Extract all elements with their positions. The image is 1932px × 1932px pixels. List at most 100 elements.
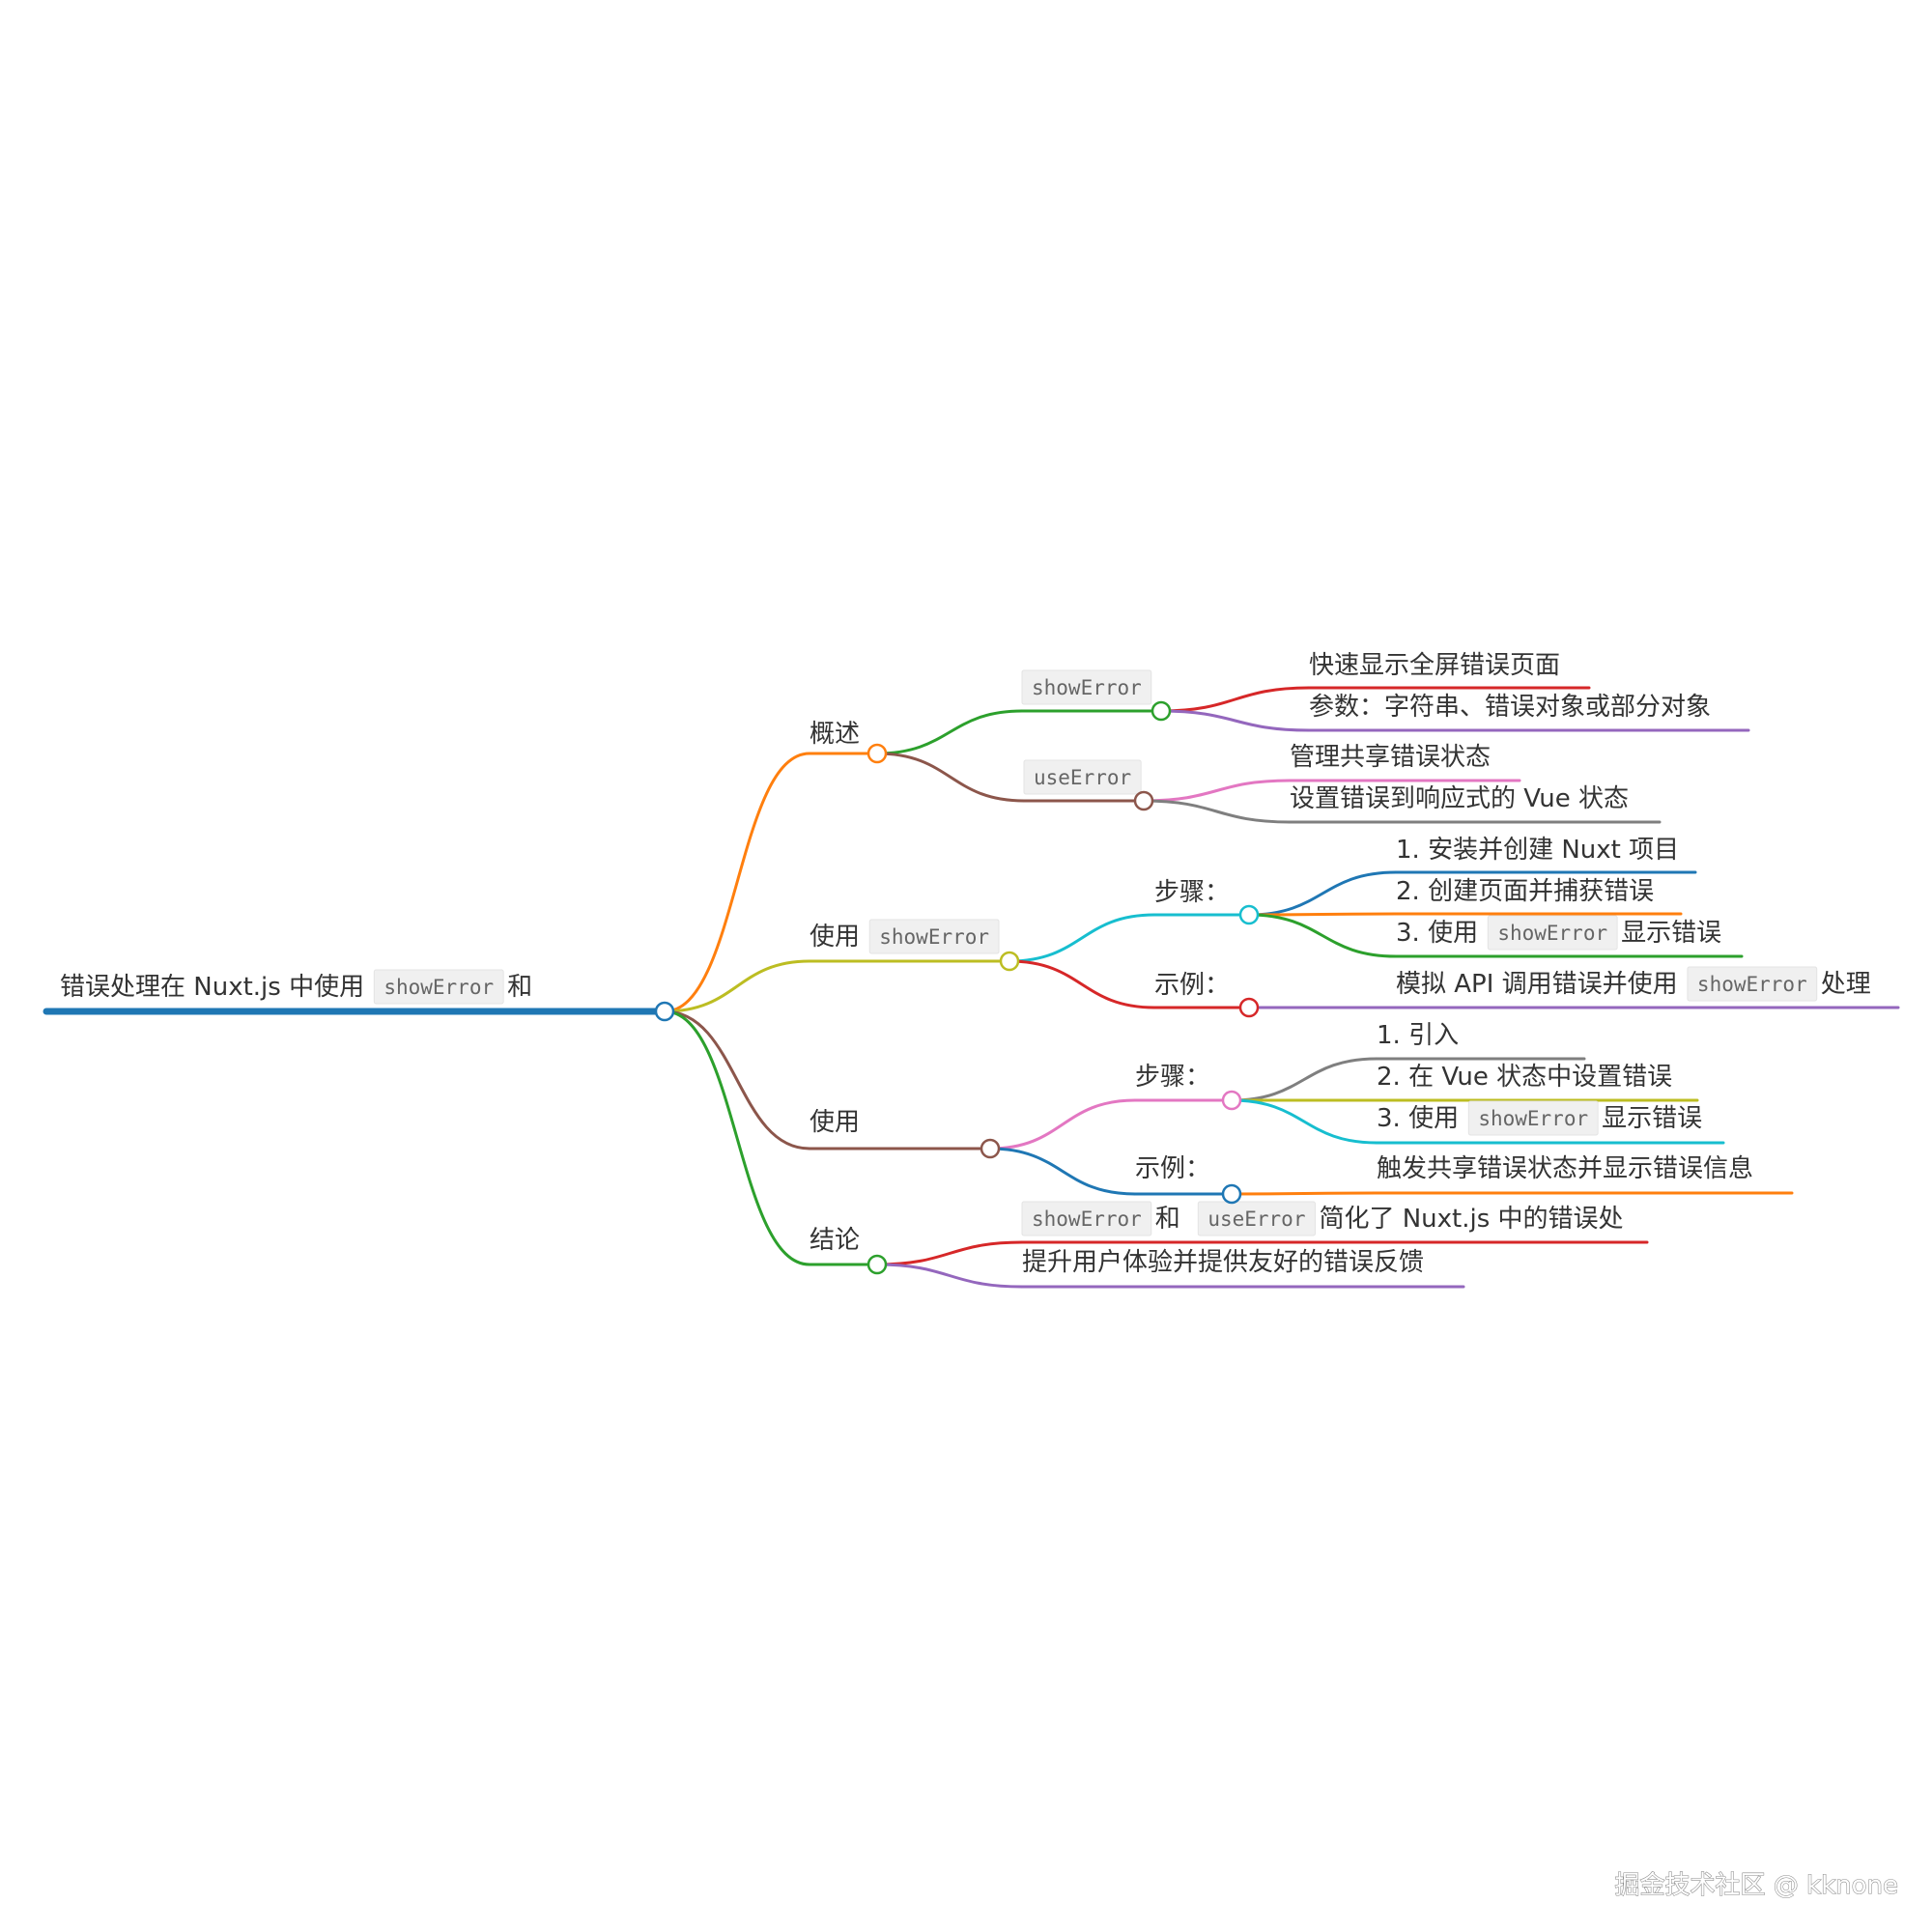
code-chip [1197, 1201, 1316, 1236]
edge-overview [664, 752, 810, 1013]
code-text: showError [1032, 1208, 1142, 1231]
code-text: showError [1697, 973, 1807, 996]
label-text: 模拟 API 调用错误并使用 [1396, 970, 1678, 999]
code-chip [1023, 759, 1142, 795]
code-text: showError [384, 976, 494, 999]
watermark: 掘金技术社区 @ kknone [1614, 1871, 1898, 1900]
edge-use_showerror_example [1009, 959, 1155, 1009]
node-conclusion: 结论 [810, 1226, 860, 1255]
code-text: showError [1032, 676, 1142, 699]
node-use_step3: 3. 使用 showError 显示错误 [1377, 1100, 1702, 1136]
edge-use_showerror_step3 [1248, 913, 1397, 958]
edge-overview_showerror_2 [1160, 709, 1310, 732]
node-overview_showerror_2: 参数：字符串、错误对象或部分对象 [1309, 693, 1711, 722]
label-text: 快速显示全屏错误页面 [1309, 651, 1560, 680]
label-text: 和 [507, 973, 532, 1002]
node-use_example1: 触发共享错误状态并显示错误信息 [1377, 1154, 1753, 1183]
node-labels: 错误处理在 Nuxt.js 中使用 showError 和 概述 showError… [60, 651, 1871, 1277]
node-toggle-conclusion[interactable] [867, 1254, 888, 1275]
node-toggle-overview_showerror[interactable] [1151, 700, 1172, 722]
node-overview_showerror_1: 快速显示全屏错误页面 [1309, 651, 1560, 680]
label-text: 3. 使用 [1396, 919, 1478, 948]
node-conclusion_1: showError 和 useError 简化了 Nuxt.js 中的错误处 [1021, 1201, 1624, 1236]
label-text: 使用 [810, 923, 860, 952]
code-text: showError [1497, 922, 1607, 945]
code-text: showError [879, 925, 989, 949]
edge-use_showerror_step1 [1248, 870, 1397, 917]
node-use_showerror_step2: 2. 创建页面并捕获错误 [1396, 877, 1654, 906]
node-use_showerror_steps: 步骤： [1154, 878, 1230, 907]
node-overview_showerror: showError [1021, 669, 1152, 705]
label-text: 1. 安装并创建 Nuxt 项目 [1396, 836, 1679, 865]
label-text: 结论 [810, 1226, 860, 1255]
label-text: 1. 引入 [1377, 1021, 1459, 1050]
label-text: 2. 创建页面并捕获错误 [1396, 877, 1654, 906]
node-toggle-overview[interactable] [867, 743, 888, 764]
edge-overview_useerror [876, 752, 1025, 803]
node-use_showerror_example1: 模拟 API 调用错误并使用 showError 处理 [1396, 966, 1871, 1002]
label-text: 2. 在 Vue 状态中设置错误 [1377, 1063, 1672, 1092]
edge-overview_useerror_1 [1143, 779, 1291, 803]
node-use_steps: 步骤： [1135, 1063, 1210, 1092]
edge-conclusion [664, 1009, 810, 1266]
label-text: 处理 [1821, 970, 1871, 999]
node-toggle-use[interactable] [980, 1138, 1001, 1159]
label-text: 触发共享错误状态并显示错误信息 [1377, 1154, 1753, 1183]
node-toggle-use_showerror_steps[interactable] [1238, 904, 1260, 925]
label-text: 示例： [1135, 1154, 1210, 1183]
node-toggle-use_example[interactable] [1221, 1183, 1242, 1205]
node-circles [654, 700, 1260, 1275]
code-chip [1487, 915, 1618, 951]
node-toggle-root[interactable] [654, 1001, 675, 1022]
node-use: 使用 [810, 1108, 860, 1137]
edge-overview_useerror_2 [1143, 799, 1291, 824]
node-use_example: 示例： [1135, 1154, 1210, 1183]
label-text: 简化了 Nuxt.js 中的错误处 [1319, 1205, 1623, 1234]
label-text: 步骤： [1135, 1063, 1210, 1092]
code-chip [1467, 1100, 1599, 1136]
edge-use_step1 [1231, 1057, 1378, 1102]
code-chip [868, 919, 1000, 954]
node-use_step1: 1. 引入 [1377, 1021, 1459, 1050]
edge-overview_showerror [876, 709, 1023, 755]
label-text: 显示错误 [1621, 919, 1721, 948]
node-overview_useerror: useError [1023, 759, 1142, 795]
label-text: 参数：字符串、错误对象或部分对象 [1309, 693, 1711, 722]
node-toggle-use_showerror_example[interactable] [1238, 997, 1260, 1018]
code-text: useError [1208, 1208, 1305, 1231]
edge-use_showerror_step2 [1248, 912, 1397, 917]
edge-conclusion_1 [876, 1240, 1023, 1266]
code-text: useError [1034, 766, 1131, 789]
mindmap-edges [664, 686, 1397, 1289]
code-text: showError [1478, 1107, 1588, 1130]
label-text: 示例： [1154, 971, 1230, 1000]
label-text: 步骤： [1154, 878, 1230, 907]
edge-conclusion_2 [876, 1263, 1023, 1289]
node-use_showerror: 使用 showError [810, 919, 1000, 954]
edge-use_step3 [1231, 1098, 1378, 1145]
edge-overview_showerror_1 [1160, 686, 1310, 713]
label-text: 3. 使用 [1377, 1104, 1459, 1133]
edge-use_example [989, 1147, 1136, 1196]
node-conclusion_2: 提升用户体验并提供友好的错误反馈 [1022, 1248, 1424, 1277]
label-text: 错误处理在 Nuxt.js 中使用 [60, 973, 364, 1002]
node-toggle-use_steps[interactable] [1221, 1090, 1242, 1111]
node-overview: 概述 [810, 720, 860, 749]
node-use_showerror_step3: 3. 使用 showError 显示错误 [1396, 915, 1721, 951]
label-text: 使用 [810, 1108, 860, 1137]
code-chip [373, 969, 504, 1005]
node-underlines [43, 686, 1900, 1289]
node-use_showerror_example: 示例： [1154, 971, 1230, 1000]
node-overview_useerror_2: 设置错误到响应式的 Vue 状态 [1290, 784, 1629, 813]
label-text: 和 [1155, 1205, 1180, 1234]
label-text: 管理共享错误状态 [1290, 743, 1491, 772]
edge-use [664, 1009, 810, 1151]
node-toggle-overview_useerror[interactable] [1133, 790, 1154, 811]
edge-use_showerror [664, 959, 810, 1013]
label-text: 概述 [810, 720, 860, 749]
edge-use_showerror_steps [1009, 913, 1155, 963]
node-toggle-use_showerror[interactable] [999, 951, 1020, 972]
node-overview_useerror_1: 管理共享错误状态 [1290, 743, 1491, 772]
code-chip [1021, 1201, 1152, 1236]
